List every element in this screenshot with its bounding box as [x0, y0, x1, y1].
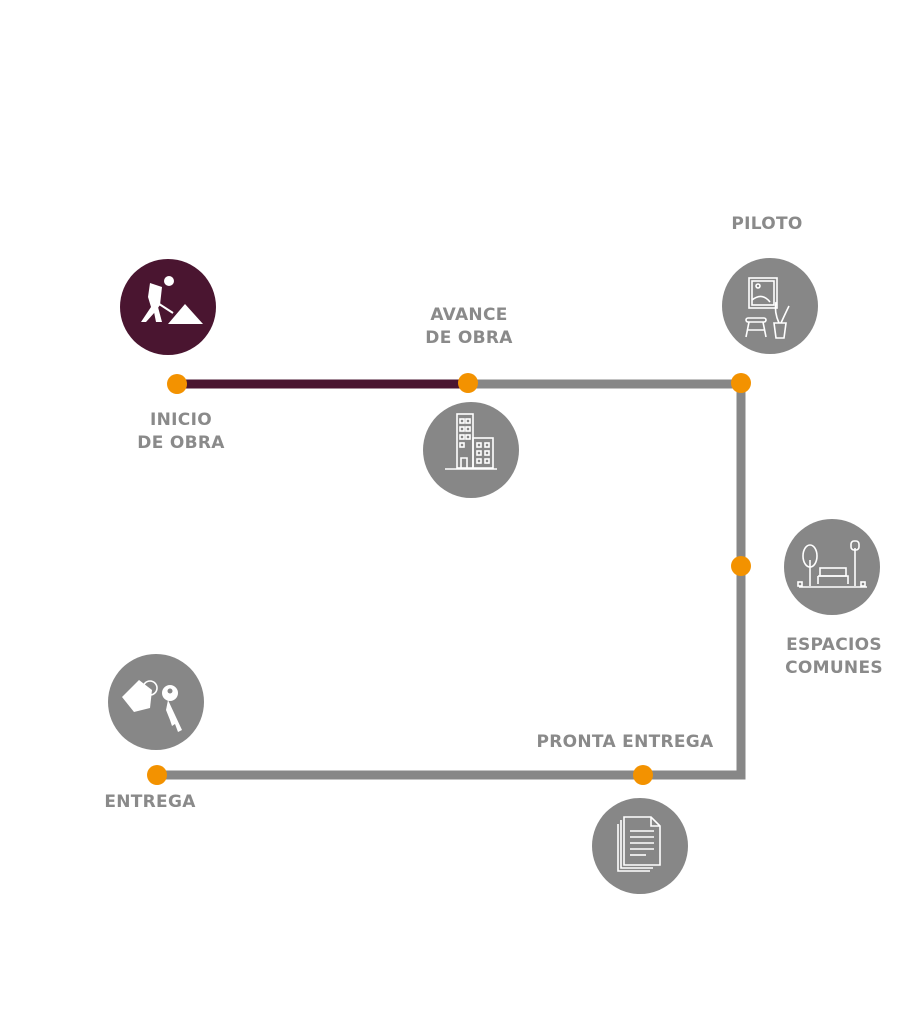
- label-line: DE OBRA: [425, 328, 513, 348]
- buildings-icon: [423, 402, 519, 498]
- step-label-inicio: INICIO DE OBRA: [137, 409, 224, 455]
- park-icon: [784, 519, 880, 615]
- step-label-avance: AVANCE DE OBRA: [425, 304, 512, 350]
- milestone-dot-espacios[interactable]: [731, 556, 751, 576]
- timeline-track-pending: [157, 379, 746, 780]
- label-line: INICIO: [150, 410, 212, 430]
- milestone-dot-entrega[interactable]: [147, 765, 167, 785]
- label-line: AVANCE: [430, 305, 508, 325]
- milestone-dot-piloto[interactable]: [731, 373, 751, 393]
- step-label-pronta: PRONTA ENTREGA: [536, 731, 713, 754]
- step-label-piloto: PILOTO: [731, 213, 802, 236]
- label-line: PILOTO: [731, 214, 803, 234]
- documents-icon: [592, 798, 688, 894]
- show-apartment-icon: [722, 258, 818, 354]
- step-label-entrega: ENTREGA: [104, 791, 195, 814]
- house-keys-icon: [108, 654, 204, 750]
- label-line: PRONTA ENTREGA: [536, 732, 714, 752]
- milestone-dot-inicio[interactable]: [167, 374, 187, 394]
- worker-digging-icon: [120, 259, 216, 355]
- milestone-dot-avance[interactable]: [458, 373, 478, 393]
- milestone-dot-pronta[interactable]: [633, 765, 653, 785]
- label-line: DE OBRA: [137, 433, 225, 453]
- label-line: ESPACIOS: [786, 635, 882, 655]
- step-label-espacios: ESPACIOS COMUNES: [785, 634, 883, 680]
- label-line: COMUNES: [785, 658, 883, 678]
- label-line: ENTREGA: [104, 792, 196, 812]
